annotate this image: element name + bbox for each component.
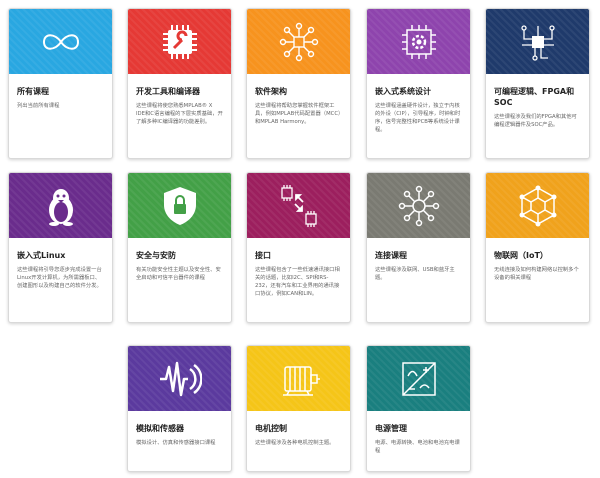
card-title: 连接课程 bbox=[375, 251, 407, 260]
course-card-embedded-design[interactable]: 嵌入式系统设计 这些课程涵盖硬件设计，独立于内核的外设（CIP），引导程序，时钟… bbox=[366, 8, 471, 159]
sensor-wave-icon bbox=[159, 361, 202, 396]
card-description: 这些课程将引导您逐步完成设置一台Linux开发计算机，为所需器板口、创建图形以及… bbox=[17, 267, 102, 289]
card-banner bbox=[128, 346, 231, 411]
card-title: 电机控制 bbox=[255, 424, 287, 433]
card-title: 物联网（IoT） bbox=[494, 251, 548, 260]
card-title: 所有课程 bbox=[17, 87, 49, 96]
course-card-motor-control[interactable]: 电机控制 这些课程涉及各种电机控制主题。 bbox=[246, 345, 351, 472]
card-banner bbox=[128, 9, 231, 74]
card-banner bbox=[247, 346, 350, 411]
course-card-software-architecture[interactable]: 软件架构 这些课程将帮助您掌握软件框架工具，例如MPLAB代码配置器（MCC）和… bbox=[246, 8, 351, 159]
card-title: 嵌入式系统设计 bbox=[375, 87, 431, 96]
infinity-icon bbox=[42, 33, 79, 50]
card-banner bbox=[128, 173, 231, 238]
card-title: 可编程逻辑、FPGA和SOC bbox=[494, 87, 575, 107]
card-banner bbox=[367, 9, 470, 74]
course-card-fpga[interactable]: 可编程逻辑、FPGA和SOC 这些课程涉及我们的FPGA和其他可编程逻辑器件及S… bbox=[485, 8, 590, 159]
card-description: 电源、电源转换、电池和电池充电课程 bbox=[375, 440, 460, 454]
chip-gear-icon bbox=[401, 24, 436, 59]
card-description: 这些课程将帮助您掌握软件框架工具，例如MPLAB代码配置器（MCC）和MPLAB… bbox=[255, 103, 341, 125]
card-banner bbox=[9, 173, 112, 238]
card-description: 这些课程将使您熟悉MPLAB® X IDE和C语言编程的下层实质基础，开了解多种… bbox=[136, 103, 223, 125]
motor-icon bbox=[282, 365, 320, 396]
power-chart-icon bbox=[401, 361, 436, 396]
course-card-safety-security[interactable]: 安全与安防 有关功能安全性主题以及安全性、安全启动和可信平台器件的课程 bbox=[127, 172, 232, 323]
card-description: 这些课程涉及联网、USB和蓝牙主题。 bbox=[375, 267, 455, 281]
card-banner bbox=[367, 173, 470, 238]
iot-hexagon-icon bbox=[519, 185, 556, 226]
card-banner bbox=[486, 9, 589, 74]
card-title: 软件架构 bbox=[255, 87, 287, 96]
course-card-iot[interactable]: 物联网（IoT） 无线连接及如何构建网络以控制多个设备的相关课程 bbox=[485, 172, 590, 323]
course-card-all[interactable]: 所有课程 列出当前所有课程 bbox=[8, 8, 113, 159]
course-card-dev-tools[interactable]: 开发工具和编译器 这些课程将使您熟悉MPLAB® X IDE和C语言编程的下层实… bbox=[127, 8, 232, 159]
card-description: 有关功能安全性主题以及安全性、安全启动和可信平台器件的课程 bbox=[136, 267, 221, 281]
card-banner bbox=[247, 173, 350, 238]
course-card-connectivity[interactable]: 连接课程 这些课程涉及联网、USB和蓝牙主题。 bbox=[366, 172, 471, 323]
card-description: 列出当前所有课程 bbox=[17, 103, 60, 109]
course-card-interfaces[interactable]: 接口 这些课程包含了一些低速通讯接口相关的话题，比如I2C、SPI和RS-232… bbox=[246, 172, 351, 323]
card-title: 开发工具和编译器 bbox=[136, 87, 200, 96]
course-card-power-management[interactable]: 电源管理 电源、电源转换、电池和电池充电课程 bbox=[366, 345, 471, 472]
connection-hub-icon bbox=[398, 185, 439, 226]
course-card-embedded-linux[interactable]: 嵌入式Linux 这些课程将引导您逐步完成设置一台Linux开发计算机，为所需器… bbox=[8, 172, 113, 323]
card-description: 无线连接及如何构建网络以控制多个设备的相关课程 bbox=[494, 267, 579, 281]
chip-arrows-icon bbox=[280, 184, 317, 227]
network-nodes-icon bbox=[279, 22, 318, 61]
card-title: 接口 bbox=[255, 251, 271, 260]
penguin-icon bbox=[48, 188, 73, 226]
card-description: 这些课程涉及我们的FPGA和其他可编程逻辑器件及SOC产品。 bbox=[494, 114, 577, 128]
card-description: 这些课程包含了一些低速通讯接口相关的话题，比如I2C、SPI和RS-232，还有… bbox=[255, 267, 340, 297]
card-banner bbox=[486, 173, 589, 238]
card-banner bbox=[247, 9, 350, 74]
course-card-analog-sensors[interactable]: 模拟和传感器 模拟设计、仿真和传感器接口课程 bbox=[127, 345, 232, 472]
fpga-circuit-icon bbox=[520, 24, 555, 61]
card-description: 模拟设计、仿真和传感器接口课程 bbox=[136, 440, 216, 446]
shield-lock-icon bbox=[163, 186, 196, 225]
card-title: 电源管理 bbox=[375, 424, 407, 433]
card-title: 安全与安防 bbox=[136, 251, 176, 260]
card-description: 这些课程涵盖硬件设计，独立于内核的外设（CIP），引导程序，时钟和时序，信号完整… bbox=[375, 103, 461, 133]
card-banner bbox=[367, 346, 470, 411]
card-banner bbox=[9, 9, 112, 74]
card-title: 模拟和传感器 bbox=[136, 424, 184, 433]
card-description: 这些课程涉及各种电机控制主题。 bbox=[255, 440, 335, 446]
card-title: 嵌入式Linux bbox=[17, 251, 66, 260]
chip-wrench-icon bbox=[162, 24, 197, 59]
